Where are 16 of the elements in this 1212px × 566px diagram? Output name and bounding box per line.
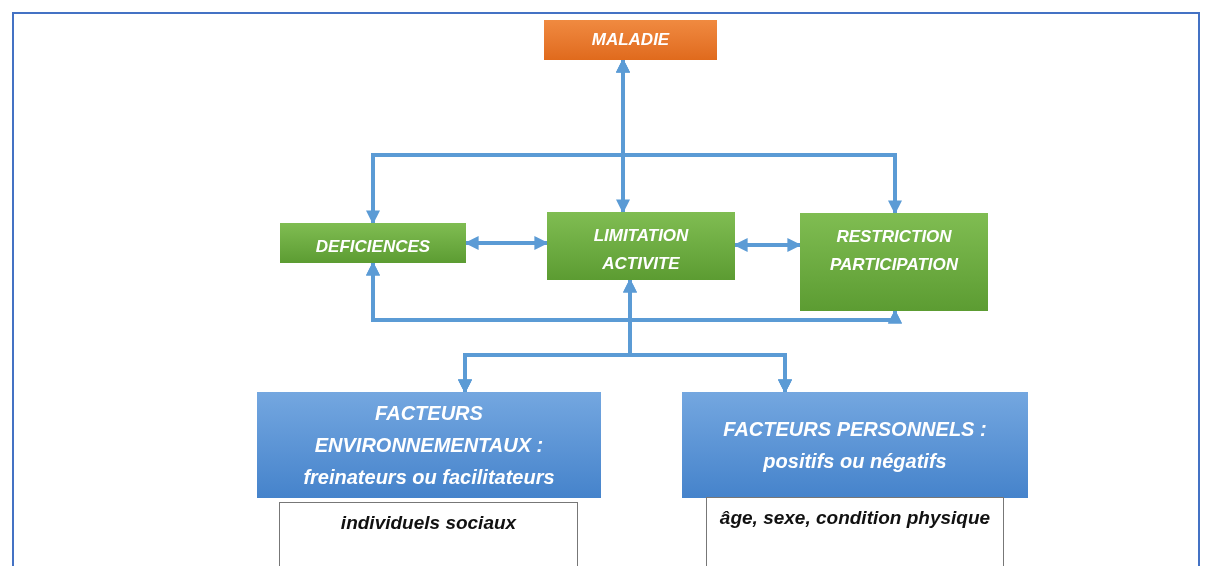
box-label: DEFICIENCES	[315, 236, 431, 258]
box-label: âge, sexe, condition physique	[719, 506, 991, 530]
factor-box	[682, 392, 1028, 498]
box-label: FACTEURS ENVIRONNEMENTAUX : freinateurs ou facilitateurs	[302, 401, 556, 490]
box-label: LIMITATION ACTIVITE	[592, 225, 690, 275]
process-box	[800, 213, 988, 311]
detail-box	[279, 502, 578, 566]
disease-box	[544, 20, 717, 60]
box-label: FACTEURS PERSONNELS : positifs ou négatifs	[722, 417, 988, 474]
box-label: individuels sociaux	[340, 511, 517, 535]
box-label: RESTRICTION PARTICIPATION	[828, 226, 960, 276]
process-box	[280, 223, 466, 263]
factor-box	[257, 392, 601, 498]
detail-box	[706, 497, 1004, 566]
box-label: MALADIE	[591, 29, 670, 51]
process-box	[547, 212, 735, 280]
